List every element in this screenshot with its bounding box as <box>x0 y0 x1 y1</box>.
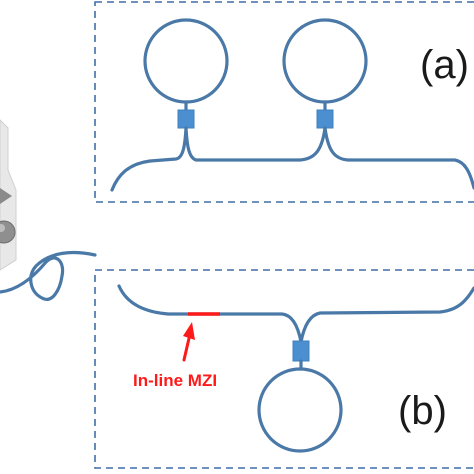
panel-b: In-line MZI (b) <box>94 269 474 469</box>
panel-a-label: (a) <box>420 43 469 87</box>
light-source-device <box>0 119 17 271</box>
ring-resonator-b <box>257 367 343 453</box>
panel-a-frame <box>94 1 474 203</box>
ring-resonator-a1 <box>143 18 229 104</box>
panel-b-label: (b) <box>398 389 447 433</box>
inline-mzi-label: In-line MZI <box>133 371 217 390</box>
ring-resonator-a2 <box>282 18 368 104</box>
fiber-bus-a <box>110 126 474 192</box>
coupler-b <box>292 340 310 362</box>
panel-a: (a) <box>94 1 474 203</box>
coupler-a2 <box>316 109 334 129</box>
coupler-a1 <box>177 109 195 129</box>
mzi-arrow <box>182 322 195 362</box>
panel-b-frame <box>94 269 474 469</box>
fiber-bus-b <box>117 284 474 344</box>
input-fiber <box>0 250 97 301</box>
